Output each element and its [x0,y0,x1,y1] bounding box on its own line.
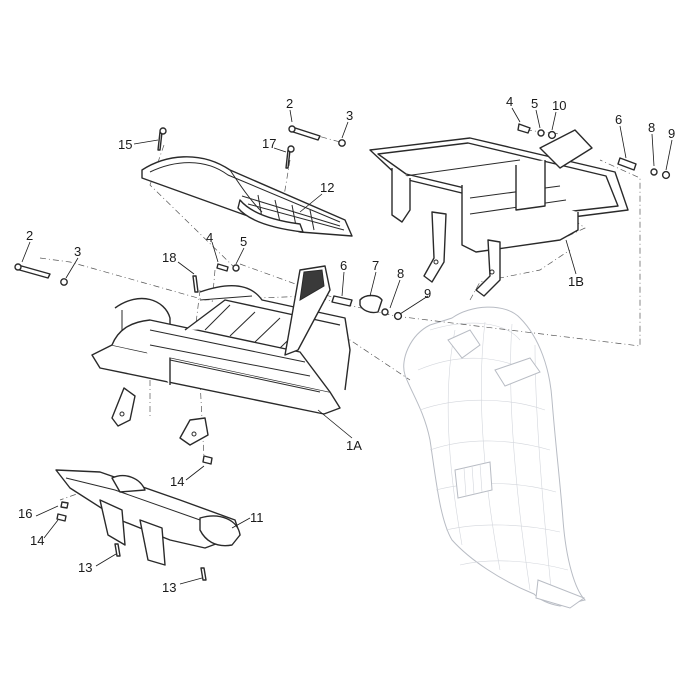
part-11-lower-cover [55,469,241,566]
leader-lines [21,107,673,585]
label-4-right: 4 [506,94,513,109]
label-14-mid: 14 [170,474,184,489]
label-2-top: 2 [286,96,293,111]
label-16: 16 [18,506,32,521]
hardware [14,123,671,581]
label-3-top: 3 [346,108,353,123]
label-15: 15 [118,137,132,152]
label-3-left: 3 [74,244,81,259]
label-8-mid: 8 [397,266,404,281]
label-5-mid: 5 [240,234,247,249]
label-4-mid: 4 [206,230,213,245]
label-11: 11 [250,510,264,525]
part-1a-front-rack [91,265,351,446]
label-6-mid: 6 [340,258,347,273]
label-14-left: 14 [30,533,44,548]
label-13-left: 13 [78,560,92,575]
part-labels: 2 3 15 17 12 4 5 10 6 8 9 1B 2 3 18 4 5 … [18,94,675,595]
label-18: 18 [162,250,176,265]
label-1a: 1A [346,438,362,453]
label-7: 7 [372,258,379,273]
label-6-right: 6 [615,112,622,127]
label-8-right: 8 [648,120,655,135]
label-5-right: 5 [531,96,538,111]
label-12: 12 [320,180,334,195]
label-9-mid: 9 [424,286,431,301]
label-13-right: 13 [162,580,176,595]
label-9-right: 9 [668,126,675,141]
label-17: 17 [262,136,276,151]
part-1b-upper-rack [369,129,629,297]
label-2-left: 2 [26,228,33,243]
part-12-carrier-plate [141,156,353,237]
label-10: 10 [552,98,566,113]
front-body-ghost [403,306,586,609]
label-1b: 1B [568,274,584,289]
